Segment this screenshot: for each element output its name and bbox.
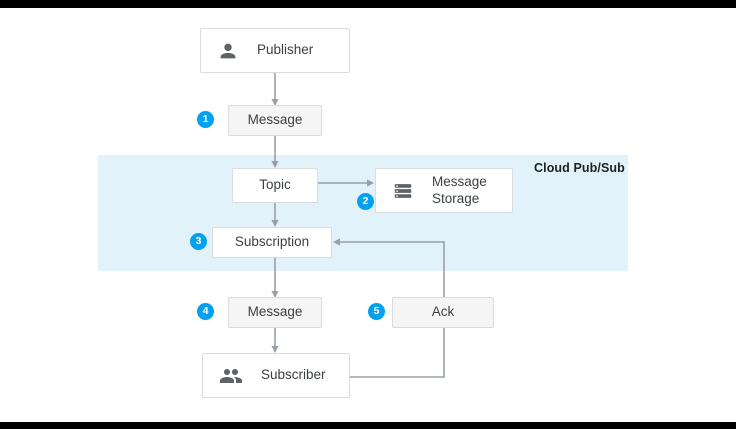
node-message-storage-label-line1: Message <box>432 173 487 189</box>
node-ack[interactable]: Ack <box>392 297 494 328</box>
node-message-top-label: Message <box>247 112 303 128</box>
node-ack-label: Ack <box>431 304 455 320</box>
node-message-storage-label: Message Storage <box>432 174 487 208</box>
node-publisher[interactable]: Publisher <box>200 28 350 73</box>
node-topic[interactable]: Topic <box>232 168 318 203</box>
node-subscriber[interactable]: Subscriber <box>202 353 350 398</box>
node-publisher-label: Publisher <box>257 42 314 58</box>
node-subscription[interactable]: Subscription <box>212 227 332 258</box>
node-subscription-label: Subscription <box>234 234 310 250</box>
letterbox-bottom <box>0 422 736 429</box>
step-badge-3: 3 <box>190 233 207 250</box>
step-badge-1: 1 <box>197 111 214 128</box>
node-message-storage[interactable]: Message Storage <box>375 168 513 213</box>
node-subscriber-label: Subscriber <box>261 367 326 383</box>
node-message-top[interactable]: Message <box>228 105 322 136</box>
step-badge-5: 5 <box>368 303 385 320</box>
step-badge-4: 4 <box>197 303 214 320</box>
people-icon <box>219 364 243 388</box>
letterbox-top <box>0 0 736 8</box>
node-message-bottom-label: Message <box>247 304 303 320</box>
storage-icon <box>392 180 414 202</box>
person-icon <box>217 40 239 62</box>
arrowhead-message-to-subscriber <box>271 346 279 353</box>
step-badge-2: 2 <box>357 193 374 210</box>
cloud-pubsub-label: Cloud Pub/Sub <box>534 161 625 175</box>
node-message-bottom[interactable]: Message <box>228 297 322 328</box>
node-topic-label: Topic <box>259 177 291 193</box>
node-message-storage-label-line2: Storage <box>432 190 480 206</box>
